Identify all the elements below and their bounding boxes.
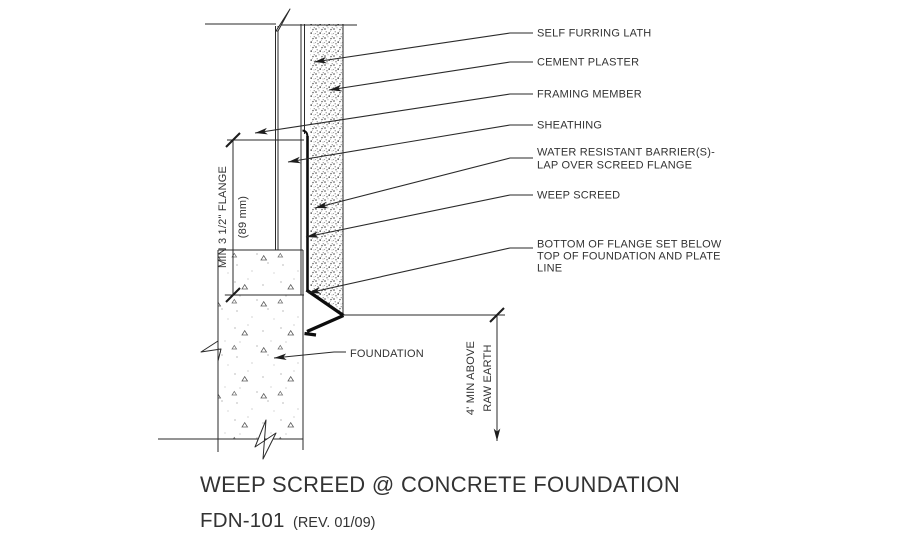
title-block: WEEP SCREED @ CONCRETE FOUNDATION FDN-10… — [200, 472, 680, 532]
revision-note: (REV. 01/09) — [293, 515, 375, 531]
label-cement-plaster: CEMENT PLASTER — [537, 57, 639, 69]
break-symbols — [200, 8, 291, 460]
label-weep-screed: WEEP SCREED — [537, 190, 620, 202]
leader-bottom-of-flange — [307, 247, 533, 294]
leader-water-resistant-barrier — [314, 157, 533, 209]
label-water-resistant-barrier-line2: LAP OVER SCREED FLANGE — [537, 160, 692, 172]
top-break-symbol — [275, 8, 291, 32]
earth-clearance-text-line2: RAW EARTH — [482, 344, 494, 411]
concrete-foundation-hatch — [218, 250, 303, 439]
label-bottom-of-flange-line2: TOP OF FOUNDATION AND PLATE — [537, 251, 721, 263]
dimension-tick-top — [225, 132, 241, 148]
label-water-resistant-barrier-line1: WATER RESISTANT BARRIER(S)- — [537, 147, 715, 159]
label-sheathing: SHEATHING — [537, 120, 602, 132]
label-self-furring-lath: SELF FURRING LATH — [537, 28, 651, 40]
weep-screed-hem — [304, 331, 317, 337]
leader-sheathing — [287, 124, 533, 164]
weep-screed-sloped-face — [305, 288, 345, 317]
leader-weep-screed — [305, 194, 533, 238]
label-foundation: FOUNDATION — [350, 348, 424, 360]
label-bottom-of-flange-line3: LINE — [537, 263, 562, 275]
foundation-lines — [158, 249, 304, 452]
leader-lines — [254, 32, 533, 361]
weep-screed-profile — [302, 129, 345, 337]
label-framing-member: FRAMING MEMBER — [537, 89, 642, 101]
leader-foundation — [273, 351, 346, 361]
earth-dimension-tick — [489, 307, 505, 323]
leader-cement-plaster — [328, 61, 533, 92]
weep-screed-drip-return — [306, 314, 345, 333]
detail-title: WEEP SCREED @ CONCRETE FOUNDATION — [200, 472, 680, 497]
callout-labels: SELF FURRING LATH CEMENT PLASTER FRAMING… — [350, 28, 722, 361]
label-bottom-of-flange-line1: BOTTOM OF FLANGE SET BELOW — [537, 239, 722, 251]
flange-height-dimension-metric: (89 mm) — [237, 196, 249, 238]
left-break-symbol — [200, 340, 222, 362]
dimension-tick-bottom — [225, 287, 241, 303]
bottom-break-symbol — [254, 419, 277, 460]
earth-clearance-text-line1: 4' MIN ABOVE — [465, 341, 477, 415]
cement-plaster-hatch — [310, 24, 343, 314]
sheet-number: FDN-101 — [200, 509, 285, 532]
flange-height-dimension-text: MIN 3 1/2" FLANGE — [217, 166, 229, 268]
flange-dimension: MIN 3 1/2" FLANGE (89 mm) — [217, 132, 304, 303]
leader-self-furring-lath — [313, 32, 533, 64]
earth-clearance-dimension: 4' MIN ABOVE RAW EARTH — [343, 307, 505, 441]
leader-framing-member — [254, 93, 533, 135]
